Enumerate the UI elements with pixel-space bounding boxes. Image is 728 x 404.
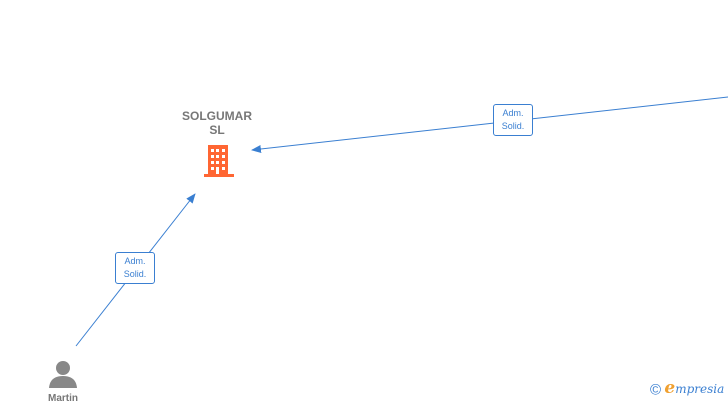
- person-icon[interactable]: [49, 361, 77, 388]
- company-name-line1: SOLGUMAR: [182, 109, 252, 123]
- company-name[interactable]: SOLGUMAR SL: [167, 109, 267, 137]
- edge-label-role-detail: Solid.: [501, 121, 525, 131]
- person-name[interactable]: Martin: [48, 393, 78, 404]
- company-name-line2: SL: [209, 123, 225, 137]
- building-icon[interactable]: [204, 145, 234, 177]
- edge-label-role-detail: Solid.: [123, 269, 147, 279]
- empresia-logo: © empresia: [650, 378, 724, 398]
- edge-label-person[interactable]: Adm. Solid.: [115, 252, 155, 284]
- brand-e-letter: e: [664, 378, 676, 398]
- edge-label-role: Adm.: [124, 256, 146, 266]
- edge-line-right-to-company: [251, 96, 728, 153]
- edge-label-role: Adm.: [502, 108, 524, 118]
- brand-name: mpresia: [675, 382, 725, 396]
- copyright-icon: ©: [650, 381, 662, 399]
- edge-label-right[interactable]: Adm. Solid.: [493, 104, 533, 136]
